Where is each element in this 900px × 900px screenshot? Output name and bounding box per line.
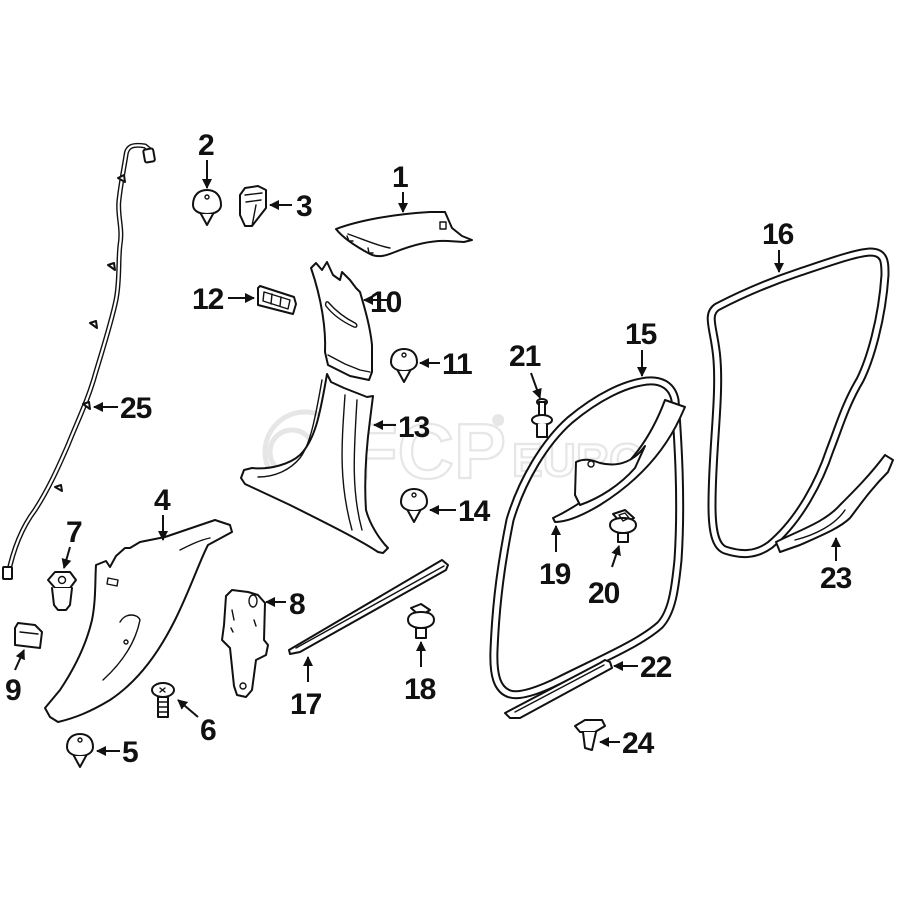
part-6-bolt[interactable] xyxy=(151,682,175,718)
callout-25[interactable]: 25 xyxy=(120,392,153,425)
callout-10[interactable]: 10 xyxy=(370,286,403,319)
part-4-quarter-trim-panel[interactable] xyxy=(44,519,233,723)
part-5-push-clip[interactable] xyxy=(66,733,94,768)
leader-9 xyxy=(14,649,25,671)
part-12-switch-bezel[interactable] xyxy=(257,285,297,315)
part-21-pin-fastener[interactable] xyxy=(531,398,553,438)
part-20-square-clip[interactable] xyxy=(609,509,637,543)
leader-21 xyxy=(530,372,542,399)
leader-6 xyxy=(177,699,199,718)
part-10-b-pillar-upper-trim[interactable] xyxy=(310,261,373,381)
callout-19[interactable]: 19 xyxy=(539,558,572,591)
callout-labels: 1 2 3 4 5 6 7 8 9 10 11 12 13 14 15 16 1… xyxy=(5,129,853,769)
callout-23[interactable]: 23 xyxy=(820,562,853,595)
part-9-bracket-clip[interactable] xyxy=(14,622,43,649)
watermark-registered: ® xyxy=(493,412,504,428)
part-23-sill-trim[interactable] xyxy=(775,454,894,553)
callout-21[interactable]: 21 xyxy=(509,340,542,373)
callout-18[interactable]: 18 xyxy=(404,673,437,706)
callout-11[interactable]: 11 xyxy=(442,348,473,381)
leader-7 xyxy=(61,546,72,569)
part-11-push-clip[interactable] xyxy=(390,348,418,383)
callout-1[interactable]: 1 xyxy=(392,161,409,194)
callout-5[interactable]: 5 xyxy=(122,736,139,769)
part-22-scuff-plate[interactable] xyxy=(504,659,613,719)
part-17-sill-rail[interactable] xyxy=(288,559,449,655)
callout-9[interactable]: 9 xyxy=(5,674,22,707)
part-25-wiring-harness[interactable] xyxy=(2,142,156,580)
leader-20 xyxy=(611,545,621,568)
leader-lines xyxy=(14,160,841,756)
part-7-clip-nut[interactable] xyxy=(47,571,77,611)
callout-4[interactable]: 4 xyxy=(154,484,172,517)
part-18-square-clip[interactable] xyxy=(407,603,435,639)
part-2-push-clip[interactable] xyxy=(192,189,222,226)
callout-22[interactable]: 22 xyxy=(640,651,673,684)
callout-24[interactable]: 24 xyxy=(622,727,656,760)
part-16-door-weatherstrip[interactable] xyxy=(706,247,890,559)
callout-8[interactable]: 8 xyxy=(289,588,306,621)
callout-16[interactable]: 16 xyxy=(762,218,795,251)
part-14-push-clip[interactable] xyxy=(400,488,428,523)
callout-6[interactable]: 6 xyxy=(200,714,217,747)
callout-15[interactable]: 15 xyxy=(625,318,658,351)
part-8-bracket[interactable] xyxy=(221,589,269,698)
part-13-b-pillar-lower-trim[interactable] xyxy=(240,373,389,554)
part-1-upper-trim-panel[interactable] xyxy=(335,211,473,258)
callout-17[interactable]: 17 xyxy=(290,688,323,721)
callout-2[interactable]: 2 xyxy=(198,129,215,162)
part-19-trim-strip[interactable] xyxy=(552,399,686,523)
callout-7[interactable]: 7 xyxy=(66,516,83,549)
part-15-door-opening-seal[interactable] xyxy=(489,376,685,700)
callout-20[interactable]: 20 xyxy=(588,577,621,610)
callout-3[interactable]: 3 xyxy=(296,190,313,223)
part-24-push-clip[interactable] xyxy=(574,719,606,751)
callout-14[interactable]: 14 xyxy=(458,495,492,528)
callout-13[interactable]: 13 xyxy=(398,411,431,444)
part-3-clip[interactable] xyxy=(239,185,267,227)
callout-12[interactable]: 12 xyxy=(192,283,225,316)
